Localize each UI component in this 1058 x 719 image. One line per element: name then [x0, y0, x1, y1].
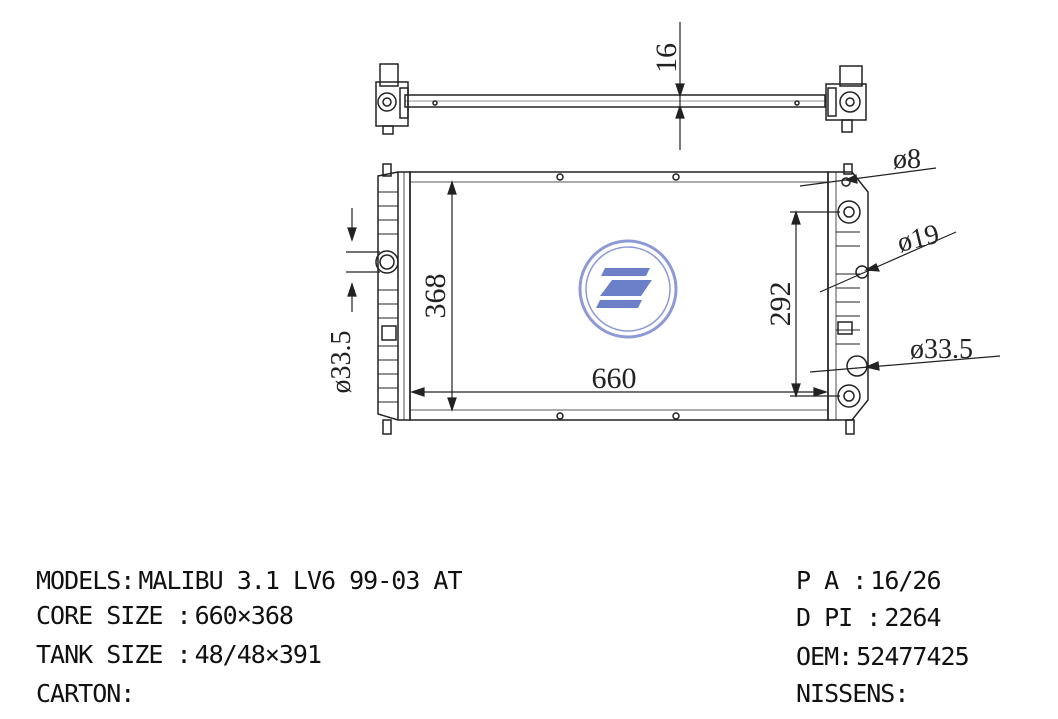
spec-models-label: MODELS: — [36, 566, 135, 595]
dimension-left-inlet — [346, 208, 380, 312]
dim-diameter-19-label: ø19 — [894, 219, 942, 259]
dimension-outlet-spacing — [790, 210, 840, 398]
spec-oem-value: 52477425 — [856, 642, 969, 671]
spec-pa: P A :16/26 — [796, 566, 942, 595]
front-view — [375, 163, 869, 435]
dim-core-height-label: 368 — [419, 274, 452, 319]
spec-dpi-label: D PI : — [796, 603, 881, 632]
spec-oem: OEM:52477425 — [796, 642, 970, 671]
radiator-drawing: 16 — [326, 22, 1001, 435]
brand-logo — [578, 239, 678, 339]
dim-outlet-spacing-label: 292 — [764, 282, 797, 327]
dimension-core-width — [410, 387, 828, 397]
spec-models: MODELS:MALIBU 3.1 LV6 99-03 AT — [36, 566, 463, 595]
top-view — [375, 63, 867, 135]
spec-carton: CARTON: — [36, 679, 138, 708]
spec-oem-label: OEM: — [796, 642, 853, 671]
spec-core-size-value: 660×368 — [194, 601, 294, 630]
spec-nissens: NISSENS: — [796, 679, 912, 708]
spec-dpi-value: 2264 — [884, 603, 941, 632]
dimension-core-height — [447, 180, 457, 412]
dim-diameter-8-label: ø8 — [893, 144, 921, 175]
spec-carton-label: CARTON: — [36, 679, 135, 708]
dim-diameter-33-left-label: ø33.5 — [326, 331, 357, 394]
spec-tank-size-value: 48/48×391 — [194, 640, 322, 669]
spec-pa-label: P A : — [796, 566, 867, 595]
dim-core-width-label: 660 — [592, 362, 637, 395]
spec-core-size-label: CORE SIZE : — [36, 601, 192, 630]
spec-pa-value: 16/26 — [870, 566, 941, 595]
dimension-thickness — [675, 22, 685, 150]
spec-nissens-label: NISSENS: — [796, 679, 909, 708]
spec-core-size: CORE SIZE :660×368 — [36, 601, 294, 630]
dim-thickness-label: 16 — [650, 43, 683, 73]
spec-tank-size: TANK SIZE :48/48×391 — [36, 640, 322, 669]
leader-lines — [799, 167, 1001, 373]
dim-diameter-33-right-label: ø33.5 — [910, 334, 973, 365]
spec-tank-size-label: TANK SIZE : — [36, 640, 192, 669]
spec-models-value: MALIBU 3.1 LV6 99-03 AT — [138, 566, 462, 595]
spec-dpi: D PI :2264 — [796, 603, 942, 632]
